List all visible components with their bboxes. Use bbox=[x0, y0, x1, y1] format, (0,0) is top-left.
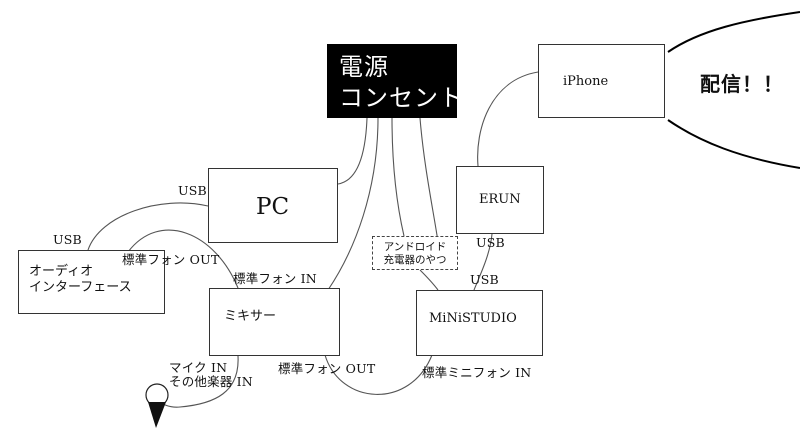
cable-power-mixer bbox=[327, 117, 379, 291]
iphone-node: iPhone bbox=[538, 44, 665, 118]
cable-pc-audio bbox=[87, 202, 209, 251]
cable-erun-ministudio bbox=[473, 233, 493, 291]
erun-node: ERUN bbox=[456, 166, 544, 234]
phone-out-mixer-label: 標準フォン OUT bbox=[278, 361, 376, 376]
broadcast-label: 配信！！ bbox=[700, 72, 784, 96]
cable-power-pc bbox=[337, 117, 368, 185]
mixer-node: ミキサー bbox=[209, 288, 340, 356]
usb-erun-label: USB bbox=[476, 235, 505, 250]
audio-interface-node: オーディオ インターフェース bbox=[18, 250, 165, 314]
cable-mixer-ministudio bbox=[324, 354, 433, 395]
power-outlet-label: 電源 コンセント bbox=[339, 53, 464, 113]
cable-power-charger bbox=[391, 117, 405, 237]
android-charger-label: アンドロイド 充電器のやつ bbox=[383, 241, 447, 267]
usb-ministudio-label: USB bbox=[470, 272, 499, 287]
erun-label: ERUN bbox=[479, 192, 521, 207]
usb-audio-label: USB bbox=[53, 232, 82, 247]
broadcast-arc-top bbox=[667, 11, 800, 53]
microphone-icon bbox=[145, 383, 169, 428]
ministudio-node: MiNiSTUDIO bbox=[416, 290, 543, 356]
cable-audio-mixer bbox=[127, 229, 239, 289]
mini-phone-in-label: 標準ミニフォン IN bbox=[422, 365, 532, 380]
cable-iphone-erun bbox=[477, 71, 539, 167]
mic-in-label: マイク IN その他楽器 IN bbox=[169, 360, 253, 389]
phone-in-mixer-label: 標準フォン IN bbox=[233, 271, 317, 286]
cable-charger-ministudio bbox=[419, 269, 439, 291]
pc-label: PC bbox=[256, 194, 290, 220]
pc-node: PC bbox=[208, 168, 338, 243]
android-charger-node: アンドロイド 充電器のやつ bbox=[372, 236, 458, 270]
usb-pc-label: USB bbox=[178, 183, 207, 198]
audio-interface-label: オーディオ インターフェース bbox=[29, 264, 132, 296]
iphone-label: iPhone bbox=[563, 74, 609, 89]
ministudio-label: MiNiSTUDIO bbox=[429, 311, 517, 326]
phone-out-audio-label: 標準フォン OUT bbox=[122, 252, 220, 267]
broadcast-arc-bottom bbox=[667, 119, 800, 169]
power-outlet-node: 電源 コンセント bbox=[327, 44, 463, 118]
mixer-label: ミキサー bbox=[224, 309, 277, 324]
